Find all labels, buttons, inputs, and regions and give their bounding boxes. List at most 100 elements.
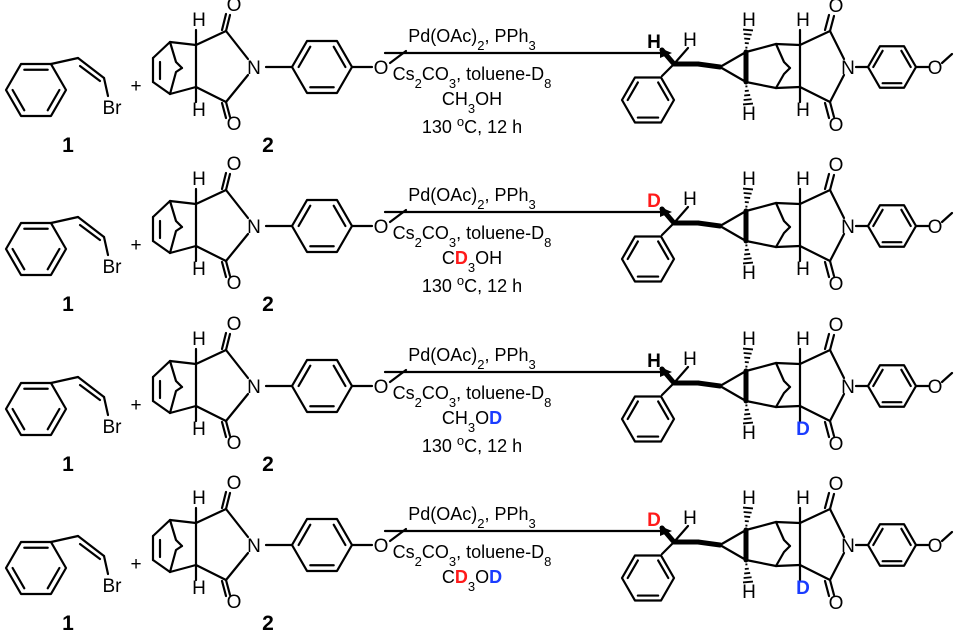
aromatic-double-bond (872, 368, 884, 388)
aromatic-double-bond (626, 559, 639, 580)
bridge-bond (168, 518, 184, 548)
benzylic-isotope-label: H (647, 351, 661, 372)
carbonyl-oxygen: O (227, 154, 242, 175)
benzyl-ring-bond (660, 381, 676, 397)
cyclopropyl-hydrogen: H (742, 423, 756, 444)
alcohol-label: CH3OH (442, 89, 502, 116)
vinyl-double-bond (76, 215, 106, 239)
carbonyl-double-bond (823, 491, 831, 510)
methoxy-oxygen: O (928, 58, 943, 79)
hashed-bond-stripe (743, 352, 752, 355)
aromatic-double-bond (900, 208, 912, 228)
carbonyl-double-bond (224, 172, 232, 192)
aromatic-double-bond (332, 364, 347, 388)
c-br-bond (102, 235, 110, 257)
cyclopropyl-bond (695, 61, 723, 70)
carbonyl-double-bond (220, 101, 228, 120)
hashed-bond-stripe (744, 572, 751, 575)
carbonyl-double-bond (220, 260, 228, 279)
aromatic-double-bond (657, 240, 670, 261)
bridge-bond (168, 359, 184, 389)
benzylic-hydrogen: H (683, 508, 697, 529)
bridge-bond (774, 225, 792, 249)
carbonyl-carbon-bond (194, 244, 228, 263)
methoxyphenyl-ring (290, 517, 354, 573)
cage-bond (168, 563, 198, 574)
carbonyl-carbon-bond (194, 188, 228, 206)
aromatic-double-bond (332, 523, 347, 547)
bridge-bond (774, 544, 792, 568)
carbonyl-double-bond (823, 332, 831, 351)
hashed-bond-stripe (744, 94, 751, 97)
cyclopropyl-bond (695, 380, 723, 389)
methoxyphenyl-ring (866, 364, 918, 408)
carbonyl-carbon-bond (798, 188, 832, 206)
benzylic-isotope-label: H (647, 32, 661, 53)
carbonyl-double-bond (828, 173, 836, 192)
carbonyl-double-bond (224, 578, 232, 597)
cage-bond (774, 42, 802, 47)
aromatic-double-bond (46, 407, 61, 431)
methoxy-oxygen: O (374, 377, 389, 398)
phenyl-ring (4, 221, 68, 277)
carbonyl-double-bond (828, 492, 836, 511)
aromatic-double-bond (297, 45, 312, 69)
temperature-time-label: 130 oC, 12 h (422, 433, 522, 457)
carbonyl-oxygen: O (227, 433, 242, 454)
carbonyl-double-bond (224, 491, 232, 511)
compound-number-2: 2 (262, 134, 274, 157)
carbonyl-carbon-bond (798, 563, 832, 582)
bridge-bond (774, 201, 792, 229)
carbonyl-oxygen: O (227, 592, 242, 613)
hashed-bond-stripe (742, 506, 754, 510)
plus-sign: + (130, 395, 141, 416)
base-solvent-label: Cs2CO3, toluene-D8 (393, 64, 552, 91)
ring-fusion-isotope-label: H (796, 100, 810, 121)
imide-c-n-bond (828, 73, 846, 104)
aromatic-double-bond (11, 88, 26, 112)
imide-c-n-bond (828, 392, 846, 423)
compound-number-2: 2 (262, 453, 274, 476)
phenyl-ring (4, 381, 68, 437)
carbonyl-oxygen: O (227, 314, 242, 335)
carbonyl-carbon-bond (194, 85, 228, 104)
c-br-bond (102, 395, 110, 417)
imide-nitrogen: N (841, 536, 855, 557)
imide-c-n-bond (828, 551, 846, 582)
benzyl-phenyl-ring (620, 554, 676, 602)
aromatic-double-bond (657, 81, 670, 102)
cyclopropyl-bond (695, 220, 723, 229)
benzylic-hydrogen: H (683, 189, 697, 210)
carbonyl-oxygen: O (829, 274, 844, 295)
carbonyl-oxygen: O (829, 474, 844, 495)
cage-bond (168, 518, 198, 525)
temperature-time-label: 130 oC, 12 h (422, 273, 522, 297)
catalyst-label: Pd(OAc)2, PPh3 (408, 26, 536, 53)
vinyl-single-bond (49, 215, 80, 225)
cyclopropane-bond (718, 224, 748, 243)
bridgehead-hydrogen: H (192, 329, 206, 350)
cage-bond (774, 244, 802, 249)
cyclopropyl-hydrogen: H (742, 329, 756, 350)
carbonyl-carbon-bond (194, 563, 228, 582)
imide-nitrogen: N (841, 377, 855, 398)
benzyl-ring-bond (660, 62, 676, 78)
methoxyphenyl-ring (290, 39, 354, 95)
carbonyl-oxygen: O (829, 115, 844, 136)
c-h-bond (659, 47, 677, 67)
hashed-bond-stripe (743, 192, 752, 195)
carbonyl-double-bond (828, 14, 836, 33)
imide-c-n-bond (224, 73, 250, 104)
bridge-bond (168, 199, 184, 229)
cyclopropyl-hydrogen: H (742, 169, 756, 190)
hashed-bond-stripe (743, 98, 752, 101)
vinyl-single-bond (49, 375, 80, 385)
imide-c-n-bond (224, 29, 250, 61)
imide-c-n-bond (828, 188, 846, 220)
hashed-bond-stripe (744, 413, 751, 416)
ring-fusion-isotope-label: H (796, 259, 810, 280)
carbonyl-carbon-bond (194, 404, 228, 423)
carbonyl-oxygen: O (829, 434, 844, 455)
carbonyl-double-bond (823, 420, 831, 439)
carbonyl-oxygen: O (227, 0, 242, 16)
